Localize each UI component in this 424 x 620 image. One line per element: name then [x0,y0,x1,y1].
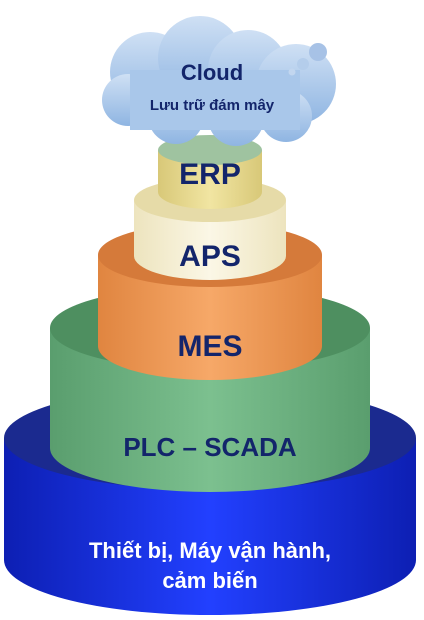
cloud-icon: Cloud Lưu trữ đám mây [102,16,336,146]
tier-base-label-line1: Thiết bị, Máy vận hành, [89,538,331,563]
cloud-title: Cloud [181,60,243,85]
tier-erp: ERP [158,135,262,209]
tier-plc-label: PLC – SCADA [123,432,297,462]
tier-aps-label: APS [179,240,241,273]
tier-erp-side [158,150,262,209]
tier-aps-side [134,200,286,280]
tier-mes-side [98,255,322,380]
cloud-subtitle: Lưu trữ đám mây [150,97,275,114]
tier-base-label-line2: cảm biến [162,568,257,593]
tier-erp-label: ERP [179,158,241,191]
tier-mes-label: MES [177,330,242,363]
